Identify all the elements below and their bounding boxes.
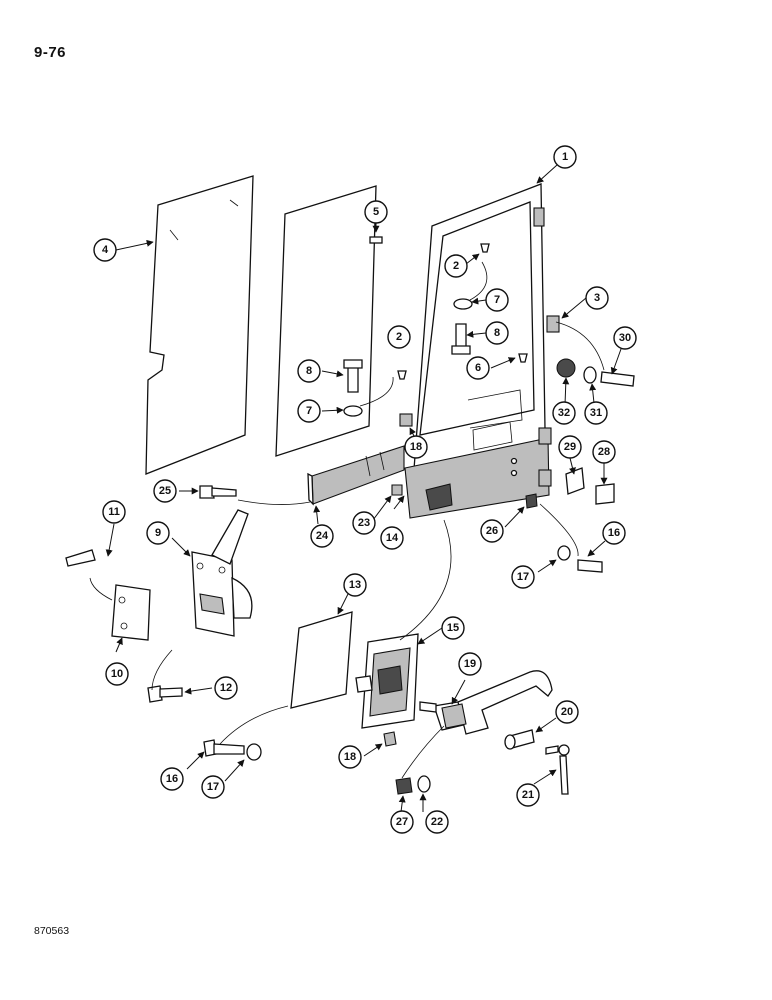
svg-text:17: 17	[207, 781, 219, 793]
callout-leaders	[105, 164, 622, 813]
svg-text:2: 2	[453, 260, 459, 272]
svg-text:27: 27	[396, 816, 408, 828]
callout-22: 22	[425, 810, 449, 834]
svg-text:6: 6	[475, 362, 481, 374]
svg-text:16: 16	[166, 773, 178, 785]
callout-17-frame: 17	[511, 565, 535, 589]
door-frame	[404, 183, 552, 519]
callout-17-lower: 17	[201, 775, 225, 799]
callout-7-frame: 7	[485, 288, 509, 312]
callout-10: 10	[105, 662, 129, 686]
callout-19: 19	[458, 652, 482, 676]
callout-4: 4	[93, 238, 117, 262]
svg-text:14: 14	[386, 532, 399, 544]
latch-body	[191, 509, 253, 637]
svg-text:11: 11	[108, 506, 120, 518]
svg-text:7: 7	[494, 294, 500, 306]
callout-31: 31	[584, 401, 608, 425]
callout-14: 14	[380, 526, 404, 550]
callout-28: 28	[592, 440, 616, 464]
lock-mechanism	[355, 633, 419, 729]
callout-27: 27	[390, 810, 414, 834]
svg-text:7: 7	[306, 405, 312, 417]
callout-9: 9	[146, 521, 170, 545]
svg-text:15: 15	[447, 622, 459, 634]
svg-text:2: 2	[396, 331, 402, 343]
callout-3: 3	[585, 286, 609, 310]
callout-25: 25	[153, 479, 177, 503]
callout-18-lower: 18	[338, 745, 362, 769]
svg-text:32: 32	[558, 407, 570, 419]
callout-23: 23	[352, 511, 376, 535]
callout-2: 2	[444, 254, 468, 278]
lock-barrel-and-key	[504, 729, 570, 795]
svg-text:25: 25	[159, 485, 171, 497]
callout-29: 29	[558, 435, 582, 459]
striker-plate	[65, 549, 151, 641]
svg-text:31: 31	[590, 407, 602, 419]
svg-text:10: 10	[111, 668, 123, 680]
callout-6: 6	[466, 356, 490, 380]
callout-30: 30	[613, 326, 637, 350]
door-glass-inner	[275, 185, 377, 457]
svg-text:21: 21	[522, 789, 534, 801]
door-glass-outer	[145, 175, 254, 475]
bottom-hardware	[203, 731, 431, 795]
page-number: 9-76	[34, 44, 67, 61]
svg-text:16: 16	[608, 527, 620, 539]
callout-8-frame: 8	[485, 321, 509, 345]
svg-text:24: 24	[316, 530, 329, 542]
svg-text:19: 19	[464, 658, 476, 670]
callout-5: 5	[364, 200, 388, 224]
seal-strip	[307, 445, 405, 506]
svg-text:12: 12	[220, 682, 232, 694]
outer-handle	[419, 670, 553, 735]
svg-text:18: 18	[410, 441, 422, 453]
svg-text:5: 5	[373, 206, 379, 218]
svg-text:29: 29	[564, 441, 576, 453]
hardware-small-parts	[199, 236, 635, 573]
svg-text:20: 20	[561, 706, 573, 718]
svg-text:3: 3	[594, 292, 600, 304]
svg-text:28: 28	[598, 446, 610, 458]
svg-text:23: 23	[358, 517, 370, 529]
lower-screw	[147, 685, 183, 703]
gasket-plate	[290, 611, 353, 709]
callout-15: 15	[441, 616, 465, 640]
svg-text:8: 8	[494, 327, 500, 339]
svg-text:9: 9	[155, 527, 161, 539]
svg-text:8: 8	[306, 365, 312, 377]
callout-11: 11	[102, 500, 126, 524]
callout-1: 1	[553, 145, 577, 169]
callout-8-glass: 8	[297, 359, 321, 383]
svg-text:18: 18	[344, 751, 356, 763]
callout-13: 13	[343, 573, 367, 597]
svg-text:1: 1	[562, 151, 568, 163]
callout-24: 24	[310, 524, 334, 548]
callout-21: 21	[516, 783, 540, 807]
callout-18-frame: 18	[404, 435, 428, 459]
assembly-guide-lines	[89, 261, 605, 779]
svg-text:4: 4	[102, 244, 109, 256]
callout-20: 20	[555, 700, 579, 724]
callout-2-glass: 2	[387, 325, 411, 349]
svg-text:22: 22	[431, 816, 443, 828]
callout-32: 32	[552, 401, 576, 425]
callout-12: 12	[214, 676, 238, 700]
callout-7-glass: 7	[297, 399, 321, 423]
svg-text:13: 13	[349, 579, 361, 591]
document-code: 870563	[34, 925, 70, 937]
svg-text:17: 17	[517, 571, 529, 583]
callout-16-frame: 16	[602, 521, 626, 545]
callout-16-lower: 16	[160, 767, 184, 791]
svg-text:30: 30	[619, 332, 631, 344]
callout-26: 26	[480, 519, 504, 543]
svg-text:26: 26	[486, 525, 498, 537]
